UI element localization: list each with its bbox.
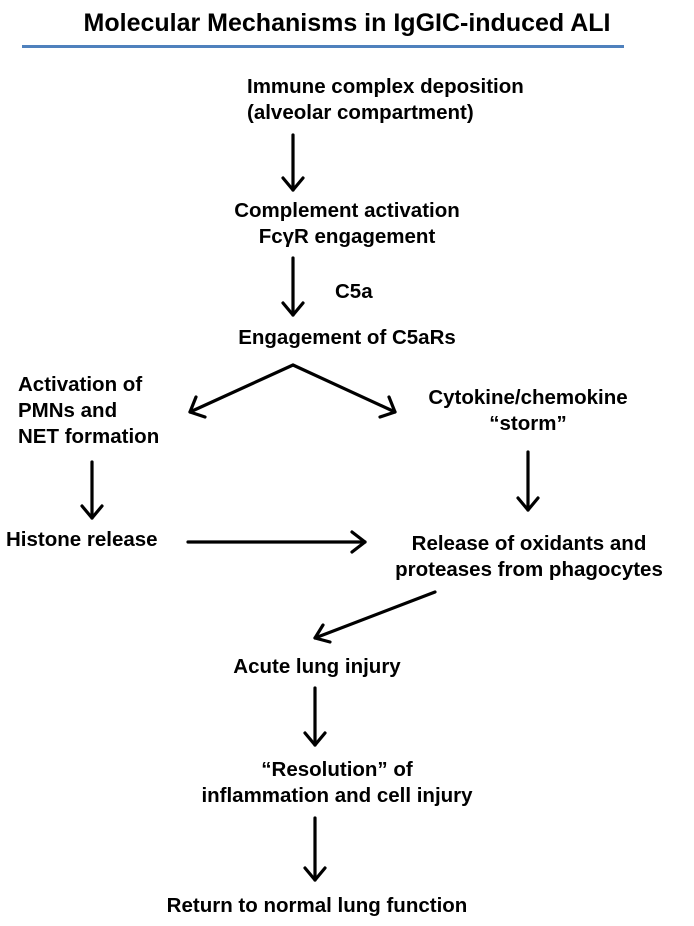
arrow-oxidants-to-ali	[313, 590, 437, 644]
label-c5a: C5a	[335, 280, 373, 303]
arrow-c5ar-to-cytokine	[291, 363, 397, 419]
node-oxidants-line-2: proteases from phagocytes	[395, 558, 663, 581]
arrow-c5ar-to-pmn	[188, 363, 295, 419]
node-complement-line-2: FcγR engagement	[258, 225, 436, 248]
node-resolution-line-1: “Resolution” of	[261, 758, 413, 781]
arrow-pmn-to-histone	[80, 460, 104, 520]
node-resolution-line-2: inflammation and cell injury	[201, 784, 473, 807]
node-complement-line-1: Complement activation	[234, 199, 460, 222]
node-complement: Complement activation FcγR engagement	[197, 198, 497, 250]
node-pmn: Activation of PMNs and NET formation	[18, 372, 159, 450]
node-normal: Return to normal lung function	[166, 894, 468, 917]
node-c5ar: Engagement of C5aRs	[238, 326, 456, 349]
node-cytokine-line-2: “storm”	[489, 412, 567, 435]
node-resolution: “Resolution” of inflammation and cell in…	[187, 757, 487, 809]
node-immune-complex-line-2: (alveolar compartment)	[247, 101, 474, 124]
node-cytokine-line-1: Cytokine/chemokine	[428, 386, 628, 409]
node-pmn-line-3: NET formation	[18, 425, 160, 448]
arrow-immune-to-complement	[281, 133, 305, 192]
node-cytokine: Cytokine/chemokine “storm”	[400, 385, 656, 437]
title-divider	[22, 45, 624, 48]
arrow-histone-to-oxidants	[186, 530, 367, 554]
node-pmn-line-2: PMNs and	[18, 399, 118, 422]
diagram-title: Molecular Mechanisms in IgGIC-induced AL…	[83, 9, 611, 37]
node-oxidants-line-1: Release of oxidants and	[411, 532, 647, 555]
arrow-ali-to-resolution	[303, 686, 327, 747]
node-histone: Histone release	[6, 528, 158, 551]
arrow-complement-to-c5ar	[281, 256, 305, 317]
arrow-cytokine-to-oxidants	[516, 450, 540, 512]
node-oxidants: Release of oxidants and proteases from p…	[370, 531, 688, 583]
node-ali: Acute lung injury	[233, 655, 401, 678]
node-pmn-line-1: Activation of	[18, 373, 143, 396]
arrow-resolution-to-normal	[303, 816, 327, 882]
